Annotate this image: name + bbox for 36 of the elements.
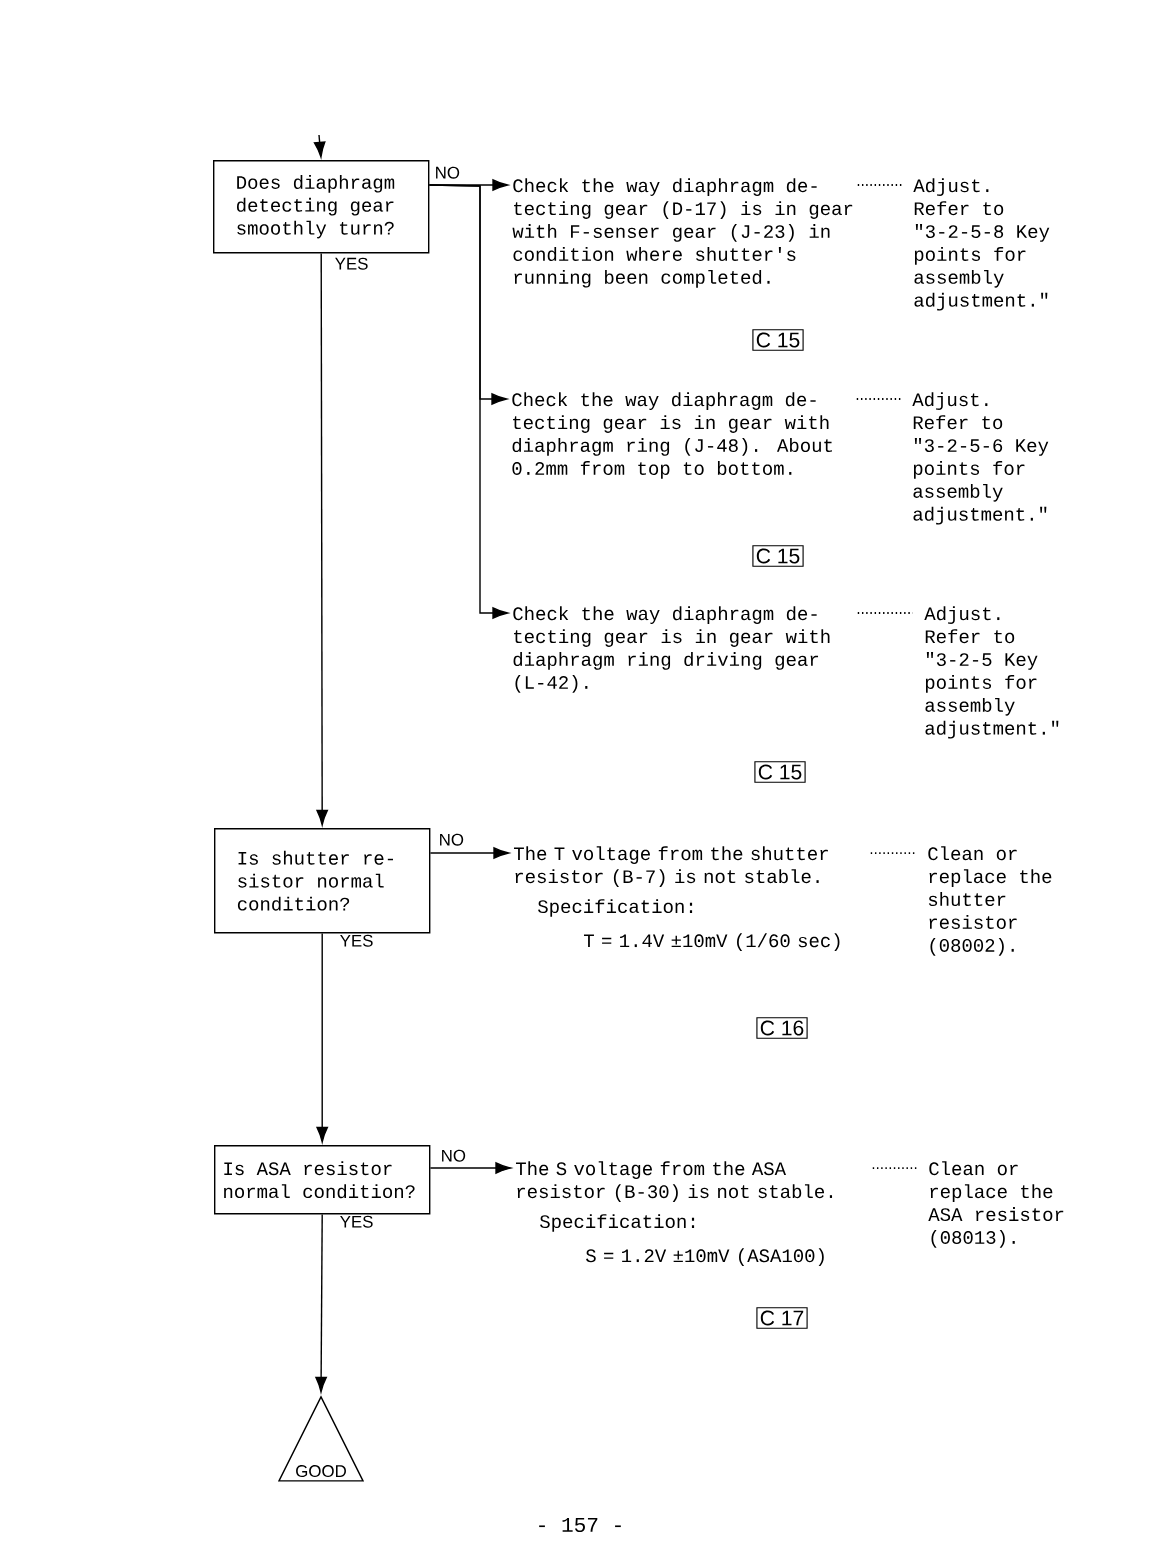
leader-line [855,398,902,400]
edge-label: YES [335,257,368,270]
action-text: Adjust. Refer to "3-2-5-8 Key points for assembly adjustment." [913,178,1050,311]
check-text: The S voltage from the ASA resistor (B-30) is not stable. Specification: S = 1.2V ±10mV (ASA100) [516,1161,833,1266]
leader-line [869,852,917,854]
check-text: The T voltage from the shutter resistor (B-7) is not stable. Specification: T = 1.4V ±10mV (1/60 sec) [514,846,840,951]
arrow [428,184,509,619]
check-text: Check the way diaphragm de- tecting gear is in gear with diaphragm ring driving gear (L-42). [513,606,830,693]
reference-code: C 16 [756,1017,808,1039]
arrow [429,1162,512,1174]
action-text: Clean or replace the ASA resistor (08013). [928,1161,1064,1248]
edge-label: NO [440,833,464,846]
reference-code: C 15 [752,545,804,567]
arrow [315,1213,327,1393]
decision-box: Is shutter re- sistor normal condition? [214,828,431,934]
edge-label: NO [436,166,460,179]
check-text: Check the way diaphragm de- tecting gear (D-17) is in gear with F-senser gear (J-23) in condition where shutter's running been completed. [512,178,853,288]
arrow [313,134,326,158]
leader-line [871,1167,918,1169]
edge-label: NO [442,1149,466,1162]
leader-line [856,184,903,186]
page-number: - 157 - [539,1517,621,1533]
arrow [316,932,329,1143]
decision-box: Is ASA resistor normal condition? [214,1145,431,1215]
decision-box: Does diaphragm detecting gear smoothly turn? [213,160,430,254]
action-text: Clean or replace the shutter resistor (08002). [928,846,1052,956]
reference-code: C 15 [752,329,804,351]
edge-label: YES [340,934,373,947]
check-text: Check the way diaphragm de- tecting gear is in gear with diaphragm ring (J-48). About 0.2mm from top to bottom. [512,392,832,479]
reference-code: C 17 [756,1307,808,1329]
reference-code: C 15 [754,761,806,783]
edge-label: YES [340,1215,373,1228]
arrow [316,252,329,826]
action-text: Adjust. Refer to "3-2-5 Key points for assembly adjustment." [924,606,1059,739]
action-text: Adjust. Refer to "3-2-5-6 Key points for assembly adjustment." [912,392,1049,525]
arrow [429,847,510,859]
